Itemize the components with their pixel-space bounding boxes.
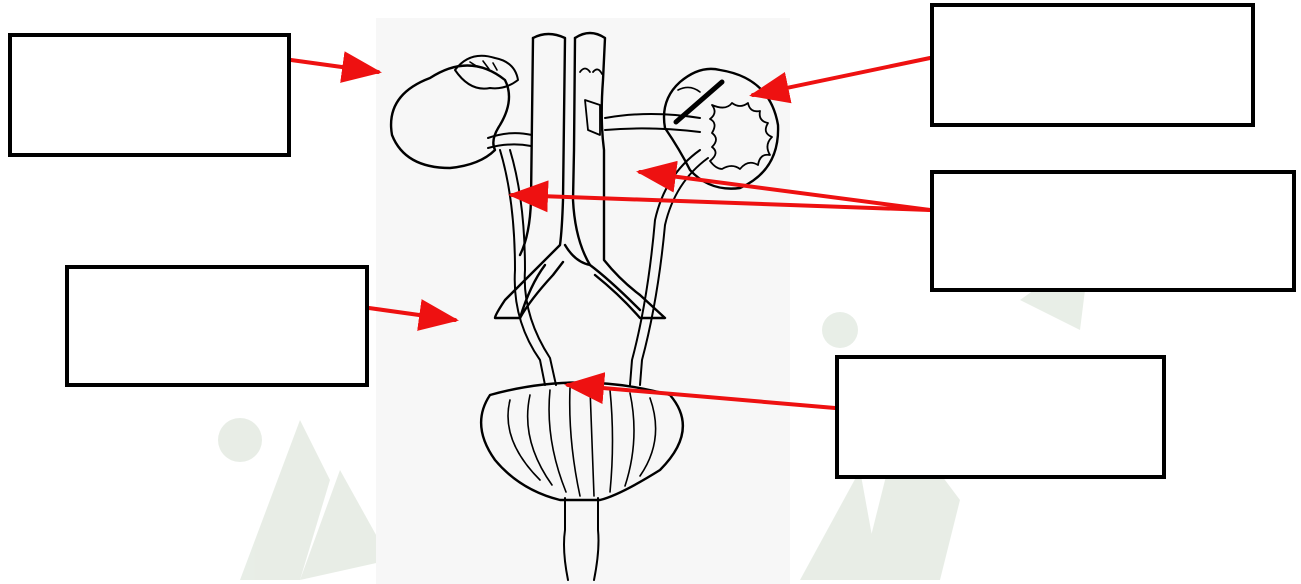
label-box-ureters[interactable] [930, 170, 1296, 292]
label-box-bladder[interactable] [835, 355, 1166, 479]
label-box-kidney-right-section[interactable] [930, 3, 1255, 127]
label-box-iliac-vessels[interactable] [65, 265, 369, 387]
label-box-kidney-left[interactable] [8, 33, 291, 157]
arrow-to-left-kidney [291, 60, 378, 72]
